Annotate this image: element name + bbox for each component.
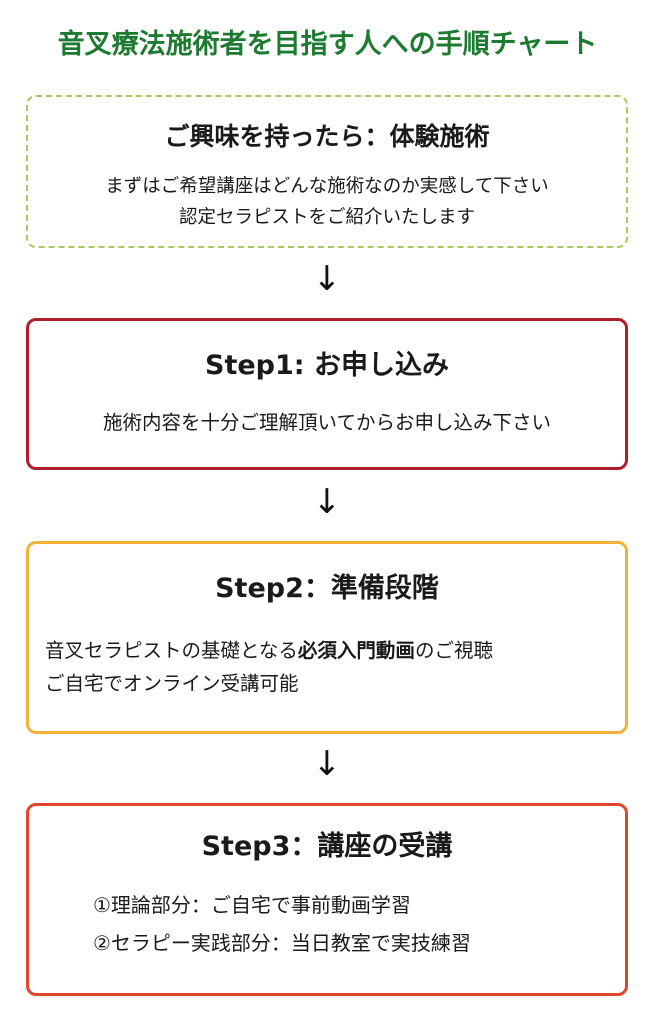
down-arrow-icon: ↓ (312, 744, 342, 784)
intro-trial-box: ご興味を持ったら：体験施術 まずはご希望講座はどんな施術なのか実感して下さい 認… (26, 95, 628, 248)
step1-line-1: 施術内容を十分ご理解頂いてからお申し込み下さい (103, 411, 551, 434)
intro-line-1: まずはご希望講座はどんな施術なのか実感して下さい (105, 176, 549, 197)
step3-item-1: ①理論部分：ご自宅で事前動画学習 (93, 893, 411, 917)
step2-line-1: 音叉セラピストの基礎となる必須入門動画のご視聴 (45, 634, 493, 667)
page-title: 音叉療法施術者を目指す人への手順チャート (57, 29, 598, 60)
step1-heading: Step1: お申し込み (205, 350, 449, 381)
step2-required-video: 必須入門動画 (297, 639, 415, 662)
step3-item-2: ②セラピー実践部分：当日教室で実技練習 (93, 931, 471, 955)
step2-line-1-pre: 音叉セラピストの基礎となる (45, 639, 298, 662)
step3-heading: Step3：講座の受講 (201, 831, 453, 862)
intro-line-2: 認定セラピストをご紹介いたします (178, 207, 475, 228)
step1-box: Step1: お申し込み 施術内容を十分ご理解頂いてからお申し込み下さい (26, 318, 628, 470)
step2-box: Step2：準備段階 音叉セラピストの基礎となる必須入門動画のご視聴 ご自宅でオ… (26, 541, 628, 734)
step2-line-1-post: のご視聴 (414, 639, 493, 662)
down-arrow-icon: ↓ (312, 259, 342, 299)
down-arrow-icon: ↓ (312, 482, 342, 522)
step3-list: ①理論部分：ご自宅で事前動画学習 ②セラピー実践部分：当日教室で実技練習 (93, 886, 471, 962)
step2-line-2: ご自宅でオンライン受講可能 (45, 672, 299, 695)
intro-heading: ご興味を持ったら：体験施術 (164, 122, 490, 151)
step2-heading: Step2：準備段階 (215, 573, 439, 604)
step3-box: Step3：講座の受講 ①理論部分：ご自宅で事前動画学習 ②セラピー実践部分：当… (26, 803, 628, 996)
step2-text: 音叉セラピストの基礎となる必須入門動画のご視聴 ご自宅でオンライン受講可能 (45, 634, 493, 700)
